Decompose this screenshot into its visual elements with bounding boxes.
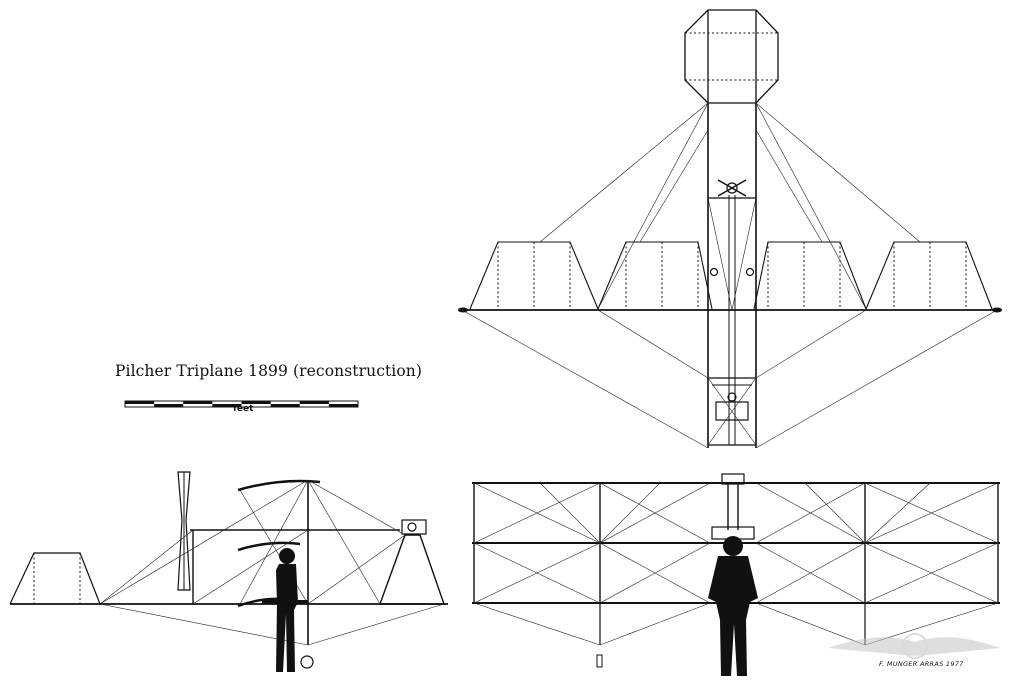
side-rigging xyxy=(99,479,445,646)
scale-bar-segment xyxy=(183,401,213,404)
scale-bar-segment xyxy=(241,401,271,404)
propeller xyxy=(177,471,191,591)
scale-bar-segment xyxy=(328,404,358,407)
watermark-logo xyxy=(828,633,1000,659)
upper-wing xyxy=(237,479,321,492)
tail-side xyxy=(9,552,101,605)
wing-panels xyxy=(469,241,993,310)
pilot-silhouette-front xyxy=(708,536,758,676)
landing-wheel xyxy=(300,655,314,669)
front-view xyxy=(472,473,1000,676)
scale-bar-segment xyxy=(154,404,184,407)
side-view xyxy=(9,471,448,672)
scale-bar-segment xyxy=(299,401,329,404)
scale-bar-segment xyxy=(125,401,155,404)
propeller-hub xyxy=(717,179,747,197)
scale-bar-segment xyxy=(212,404,242,407)
plan-view xyxy=(458,9,1002,449)
engine-assembly xyxy=(712,384,752,421)
wing-ribs xyxy=(497,242,967,309)
scale-bar-segment xyxy=(270,404,300,407)
middle-wing xyxy=(237,541,301,552)
artist-signature: F. MUNGER ARRAS 1977 xyxy=(879,660,964,668)
scale-bar-label: feet xyxy=(233,404,254,414)
drawing-title: Pilcher Triplane 1899 (reconstruction) xyxy=(115,362,423,380)
bracing-wires xyxy=(461,102,998,449)
pilot-silhouette-side xyxy=(262,548,308,672)
scale-bar xyxy=(124,400,359,408)
landing-chassis xyxy=(379,519,445,605)
tail-surface xyxy=(684,9,779,104)
